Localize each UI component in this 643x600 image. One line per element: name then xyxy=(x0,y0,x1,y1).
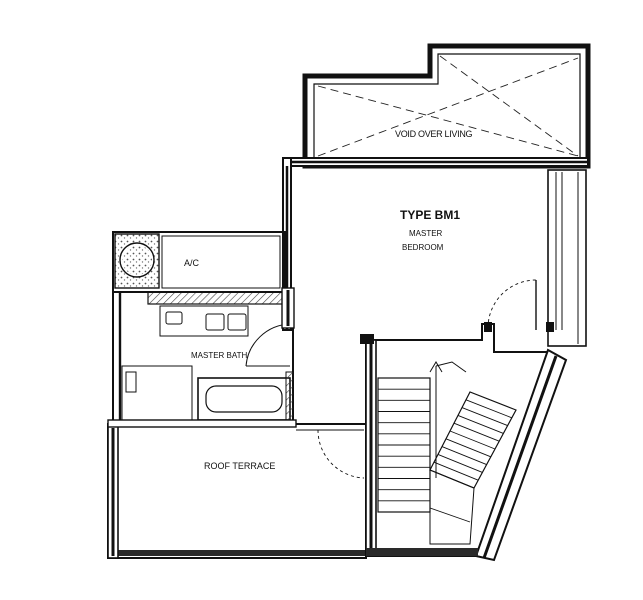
stair-tread xyxy=(457,414,504,434)
terrace-parapet-bottom xyxy=(118,550,366,556)
void-over-living-area: VOID OVER LIVING xyxy=(302,43,591,169)
void-cross-line-1 xyxy=(317,85,579,157)
stair-bottom-wall xyxy=(366,548,478,556)
bath-top-hatched-wall xyxy=(147,291,286,305)
stair-arrow-hook xyxy=(435,361,467,373)
stair-tread xyxy=(465,399,512,419)
stair-tread xyxy=(461,407,508,427)
stair-treads-lower xyxy=(378,388,430,502)
terrace-top-wall xyxy=(107,419,297,428)
stair-arrow-head xyxy=(429,361,443,373)
staircase xyxy=(365,323,568,562)
ac-ledge: A/C xyxy=(112,231,286,293)
unit-type-label: TYPE BM1 xyxy=(400,208,460,222)
basin-icon xyxy=(227,313,247,331)
ac-label: A/C xyxy=(184,258,200,268)
terrace-label: ROOF TERRACE xyxy=(204,461,275,471)
stair-tread xyxy=(437,453,483,473)
master-bath: MASTER BATH xyxy=(112,291,294,423)
stair-tread xyxy=(441,446,487,466)
bedroom-window-wall xyxy=(547,169,587,347)
void-cross-line-3 xyxy=(439,55,579,157)
master-bedroom: TYPE BM1 MASTER BEDROOM xyxy=(282,157,589,347)
planter-circle-texture xyxy=(122,245,152,275)
void-label: VOID OVER LIVING xyxy=(395,129,473,139)
stair-treads-upper xyxy=(433,399,512,481)
stair-tread xyxy=(433,461,479,481)
bedroom-label-line2: BEDROOM xyxy=(402,243,444,252)
wc-icon xyxy=(125,371,137,393)
stair-diagonal-wall-fill xyxy=(482,355,558,559)
stair-landing-line xyxy=(429,507,471,523)
stair-landing xyxy=(429,469,475,545)
bath-label: MASTER BATH xyxy=(191,351,248,360)
bedroom-door-swing xyxy=(487,279,537,329)
vanity-counter xyxy=(159,305,249,337)
bedroom-label-line1: MASTER xyxy=(409,229,443,238)
shower-stall xyxy=(121,365,193,421)
roof-terrace: ROOF TERRACE xyxy=(107,419,367,559)
void-cross-line-2 xyxy=(317,57,579,157)
basin-icon xyxy=(165,311,183,325)
void-inner-line xyxy=(313,53,581,159)
bathtub-inner xyxy=(205,385,283,413)
terrace-door-swing xyxy=(317,429,365,479)
stair-tread xyxy=(445,438,491,458)
void-outline-wall xyxy=(302,43,591,169)
basin-icon xyxy=(205,313,225,331)
bathtub-wall xyxy=(285,371,294,423)
terrace-outline xyxy=(107,423,367,559)
stair-tread xyxy=(449,430,496,450)
door-jamb-right xyxy=(546,322,554,332)
door-jamb xyxy=(484,322,492,332)
stair-tread xyxy=(453,422,500,442)
ac-ledge-inner xyxy=(161,235,281,289)
wall-junction-block xyxy=(360,334,374,344)
bathtub-icon xyxy=(197,377,291,421)
